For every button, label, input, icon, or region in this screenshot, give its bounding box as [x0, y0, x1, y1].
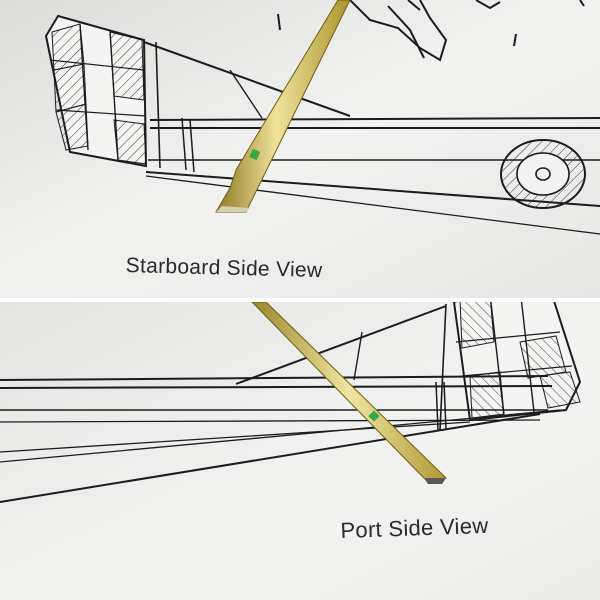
brass-rod [251, 302, 448, 484]
tail-fin [439, 302, 582, 431]
roundel [500, 139, 586, 209]
brass-rod [215, 0, 351, 213]
cockpit-detail [277, 0, 585, 62]
port-view-panel: Port Side View [0, 302, 600, 600]
port-drawing [0, 302, 600, 600]
tail-fin [44, 14, 161, 169]
starboard-view-panel: Starboard Side View [0, 0, 600, 298]
green-marker [249, 148, 261, 161]
fuselage-lines [0, 305, 561, 503]
starboard-drawing [0, 0, 600, 298]
starboard-caption: Starboard Side View [125, 254, 323, 283]
port-caption: Port Side View [340, 512, 489, 543]
panel-divider [0, 298, 600, 302]
